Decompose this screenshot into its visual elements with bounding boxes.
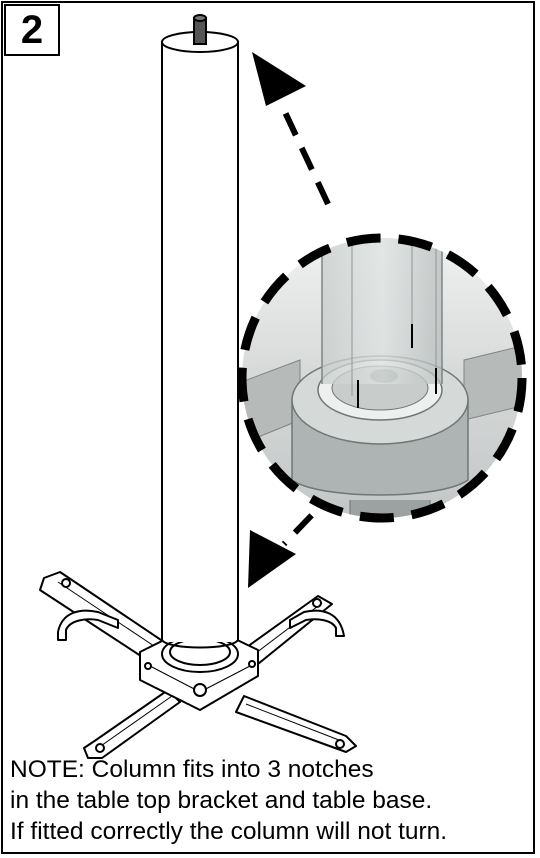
detail-view: [237, 233, 527, 523]
step-number-box: 2: [4, 4, 60, 56]
up-arrow-icon: [252, 52, 331, 206]
table-base: [39, 571, 357, 759]
assembly-note: NOTE: Column fits into 3 notches in the …: [10, 754, 536, 847]
step-number: 2: [20, 8, 44, 52]
note-line-2: in the table top bracket and table base.: [10, 787, 433, 814]
column: [161, 14, 239, 649]
note-line-1: NOTE: Column fits into 3 notches: [10, 756, 374, 783]
note-line-3: If fitted correctly the column will not …: [10, 818, 448, 845]
